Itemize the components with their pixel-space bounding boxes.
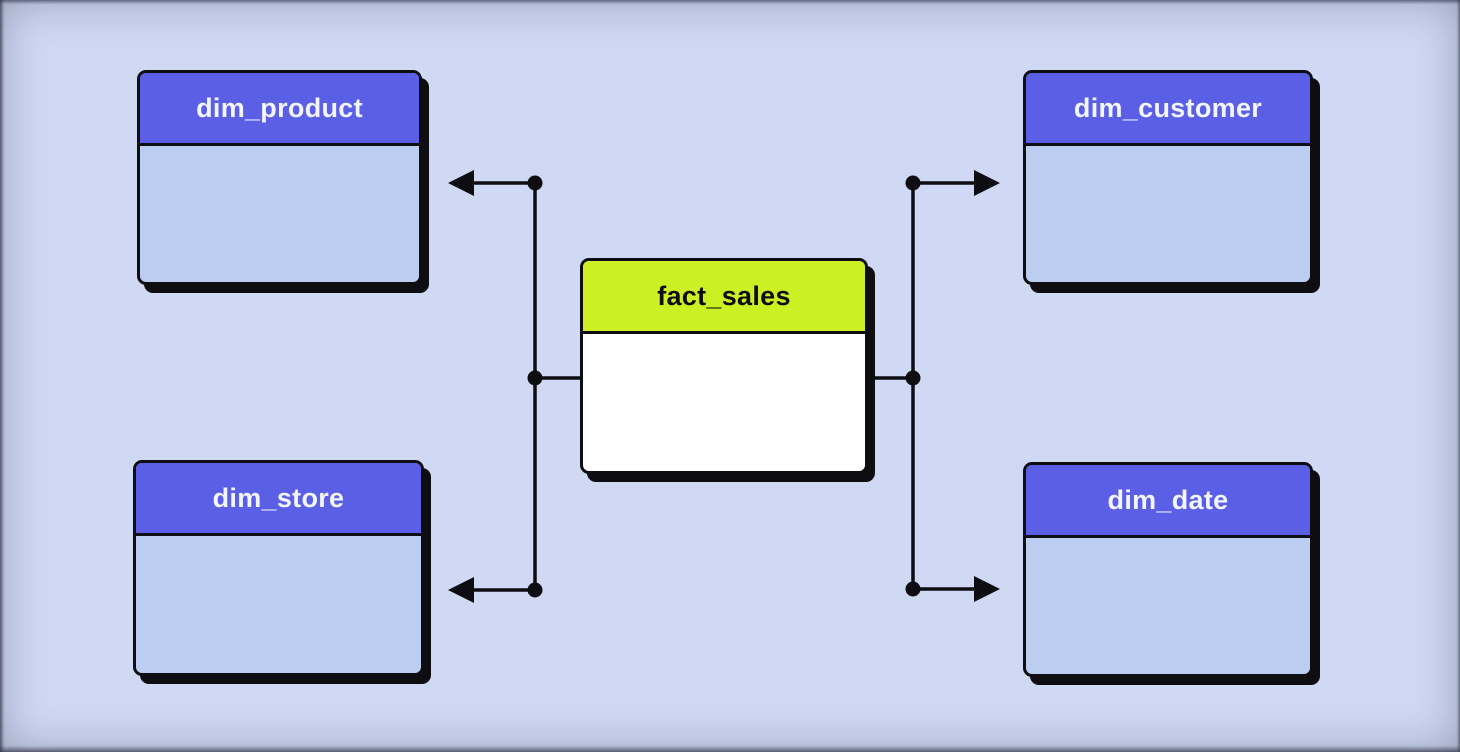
table-header: dim_customer: [1026, 73, 1310, 146]
table-dim-date[interactable]: dim_date: [1023, 462, 1313, 677]
arrowhead-dim-product-icon: [448, 170, 474, 196]
junction-dot: [905, 581, 921, 597]
junction-dot: [905, 175, 921, 191]
table-title: dim_customer: [1073, 92, 1263, 123]
table-title: fact_sales: [657, 280, 791, 311]
table-title: dim_store: [212, 482, 345, 513]
table-header: fact_sales: [583, 261, 865, 334]
table-dim-product[interactable]: dim_product: [137, 70, 422, 285]
table-fact-sales[interactable]: fact_sales: [580, 258, 868, 474]
table-body: [140, 146, 419, 282]
table-body: [583, 334, 865, 471]
junction-dot: [527, 370, 543, 386]
table-body: [1026, 146, 1310, 282]
arrowhead-dim-customer-icon: [974, 170, 1000, 196]
arrowhead-dim-store-icon: [448, 577, 474, 603]
table-dim-store[interactable]: dim_store: [133, 460, 424, 676]
table-dim-customer[interactable]: dim_customer: [1023, 70, 1313, 285]
arrowhead-dim-date-icon: [974, 576, 1000, 602]
table-title: dim_product: [196, 92, 363, 123]
junction-dot: [905, 370, 921, 386]
table-body: [136, 536, 421, 673]
table-header: dim_product: [140, 73, 419, 146]
junction-dot: [527, 175, 543, 191]
table-header: dim_store: [136, 463, 421, 536]
table-body: [1026, 538, 1310, 674]
table-header: dim_date: [1026, 465, 1310, 538]
table-title: dim_date: [1107, 484, 1229, 515]
junction-dot: [527, 582, 543, 598]
